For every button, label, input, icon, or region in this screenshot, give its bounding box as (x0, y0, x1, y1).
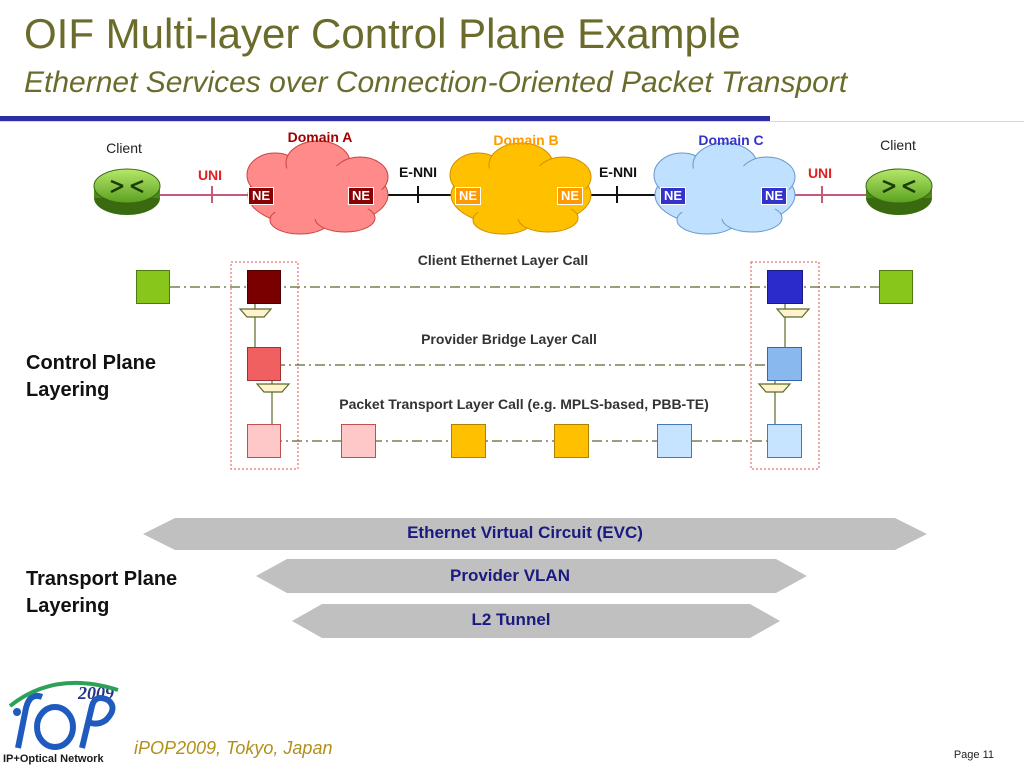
control-plane-heading: Control Plane Layering (26, 350, 156, 404)
enni-2-label: E-NNI (598, 164, 638, 180)
conference-footer: iPOP2009, Tokyo, Japan (134, 738, 333, 758)
bridge-layer-node-left (247, 347, 281, 381)
packet-layer-node-2 (341, 424, 376, 458)
control-plane-line1: Control Plane (26, 352, 157, 374)
client-layer-node-left (247, 270, 281, 304)
ipop-logo-icon: 2009 IP+Optical Network (3, 680, 119, 765)
evc-arrow (143, 518, 927, 550)
title-rule-thin (0, 121, 1024, 122)
left-ne-group-box (230, 261, 299, 470)
bridge-call-label: Provider Bridge Layer Call (421, 331, 597, 347)
client-router-left-icon (93, 168, 161, 215)
slide-subtitle: Ethernet Services over Connection-Orient… (24, 66, 848, 99)
packet-layer-node-3 (451, 424, 486, 458)
client-endpoint-right (879, 270, 913, 304)
client-right-label: Client (880, 137, 916, 153)
adaptation-right-1 (775, 308, 811, 318)
evc-label: Ethernet Virtual Circuit (EVC) (407, 523, 643, 542)
client-router-right-icon (865, 168, 933, 215)
adaptation-right-2 (757, 383, 792, 393)
domain-a-label: Domain A (287, 129, 353, 145)
right-ne-group-box (750, 261, 820, 470)
pvlan-arrow (256, 559, 807, 593)
ne-badge-c1: NE (660, 187, 687, 205)
client-layer-node-right (767, 270, 803, 304)
packet-layer-node-4 (554, 424, 589, 458)
ne-badge-c2: NE (761, 187, 788, 205)
uni-left-label: UNI (197, 167, 223, 183)
domain-c-label: Domain C (698, 132, 764, 148)
client-endpoint-left (136, 270, 170, 304)
domain-b-label: Domain B (493, 132, 559, 148)
uni-right-label: UNI (807, 165, 833, 181)
title-rule (0, 116, 770, 121)
transport-plane-line1: Transport Plane (26, 568, 178, 590)
slide-title: OIF Multi-layer Control Plane Example (24, 10, 741, 57)
ne-badge-b1: NE (455, 187, 482, 205)
enni-1-label: E-NNI (398, 164, 438, 180)
packet-layer-node-5 (657, 424, 692, 458)
transport-plane-heading: Transport Plane Layering (26, 566, 177, 620)
client-call-label: Client Ethernet Layer Call (417, 252, 589, 268)
ne-badge-a1: NE (248, 187, 275, 205)
packet-layer-node-6 (767, 424, 802, 458)
bridge-layer-node-right (767, 347, 802, 381)
ne-badge-b2: NE (557, 187, 584, 205)
adaptation-left-1 (238, 308, 273, 318)
logo-text: IP+Optical Network (3, 753, 104, 765)
adaptation-left-2 (255, 383, 291, 393)
l2tunnel-arrow (292, 604, 780, 638)
l2tunnel-label: L2 Tunnel (471, 610, 551, 629)
packet-call-label: Packet Transport Layer Call (e.g. MPLS-b… (339, 396, 709, 412)
client-left-label: Client (106, 140, 142, 156)
pvlan-label: Provider VLAN (450, 566, 570, 585)
ne-badge-a2: NE (348, 187, 375, 205)
transport-plane-line2: Layering (26, 595, 110, 617)
control-plane-line2: Layering (26, 379, 110, 401)
packet-layer-node-1 (247, 424, 281, 458)
page-number: Page 11 (953, 749, 994, 761)
